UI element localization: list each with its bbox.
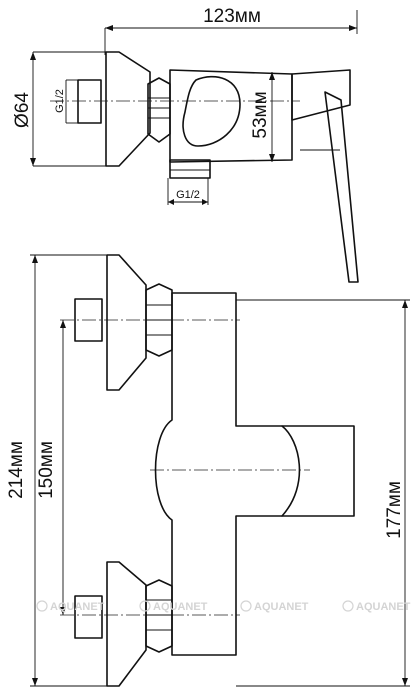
svg-text:AQUANET: AQUANET (356, 601, 411, 613)
diameter-label: Ø64 (12, 92, 33, 128)
front-lower-escutcheon (106, 561, 147, 687)
watermark-4: AQUANET (342, 600, 411, 613)
watermark-row: AQUANET AQUANET AQUANET AQUANET (36, 600, 411, 613)
top-view: 123мм Ø64 G1/2 (12, 6, 359, 283)
svg-text:AQUANET: AQUANET (254, 601, 309, 613)
svg-text:AQUANET: AQUANET (50, 601, 105, 613)
top-bottom-outlet (169, 159, 211, 179)
front-body (154, 292, 301, 656)
top-escutcheon (105, 51, 151, 167)
top-inlet-pipe (77, 79, 102, 124)
width-top-label: 123мм (203, 6, 261, 27)
front-view: 214мм 150мм 177мм (6, 254, 410, 687)
distance-centers-label: 150мм (36, 441, 57, 499)
svg-text:AQUANET: AQUANET (153, 601, 208, 613)
front-upper-pipe (74, 298, 103, 342)
front-lower-pipe (74, 595, 103, 639)
watermark-3: AQUANET (240, 600, 309, 613)
height-total-label: 214мм (6, 441, 27, 499)
front-lower-hex-nut (145, 579, 173, 653)
top-lever-base (291, 69, 351, 121)
top-inner-curve (182, 76, 241, 147)
thread-bottom-label: G1/2 (176, 189, 200, 201)
front-upper-escutcheon (106, 254, 147, 391)
height-top-label: 53мм (250, 91, 271, 138)
height-right-label: 177мм (384, 481, 405, 539)
top-hex-nut (147, 77, 171, 143)
watermark-1: AQUANET (36, 600, 105, 613)
top-body (169, 69, 293, 163)
watermark-2: AQUANET (139, 600, 208, 613)
top-lever-handle (324, 91, 359, 283)
